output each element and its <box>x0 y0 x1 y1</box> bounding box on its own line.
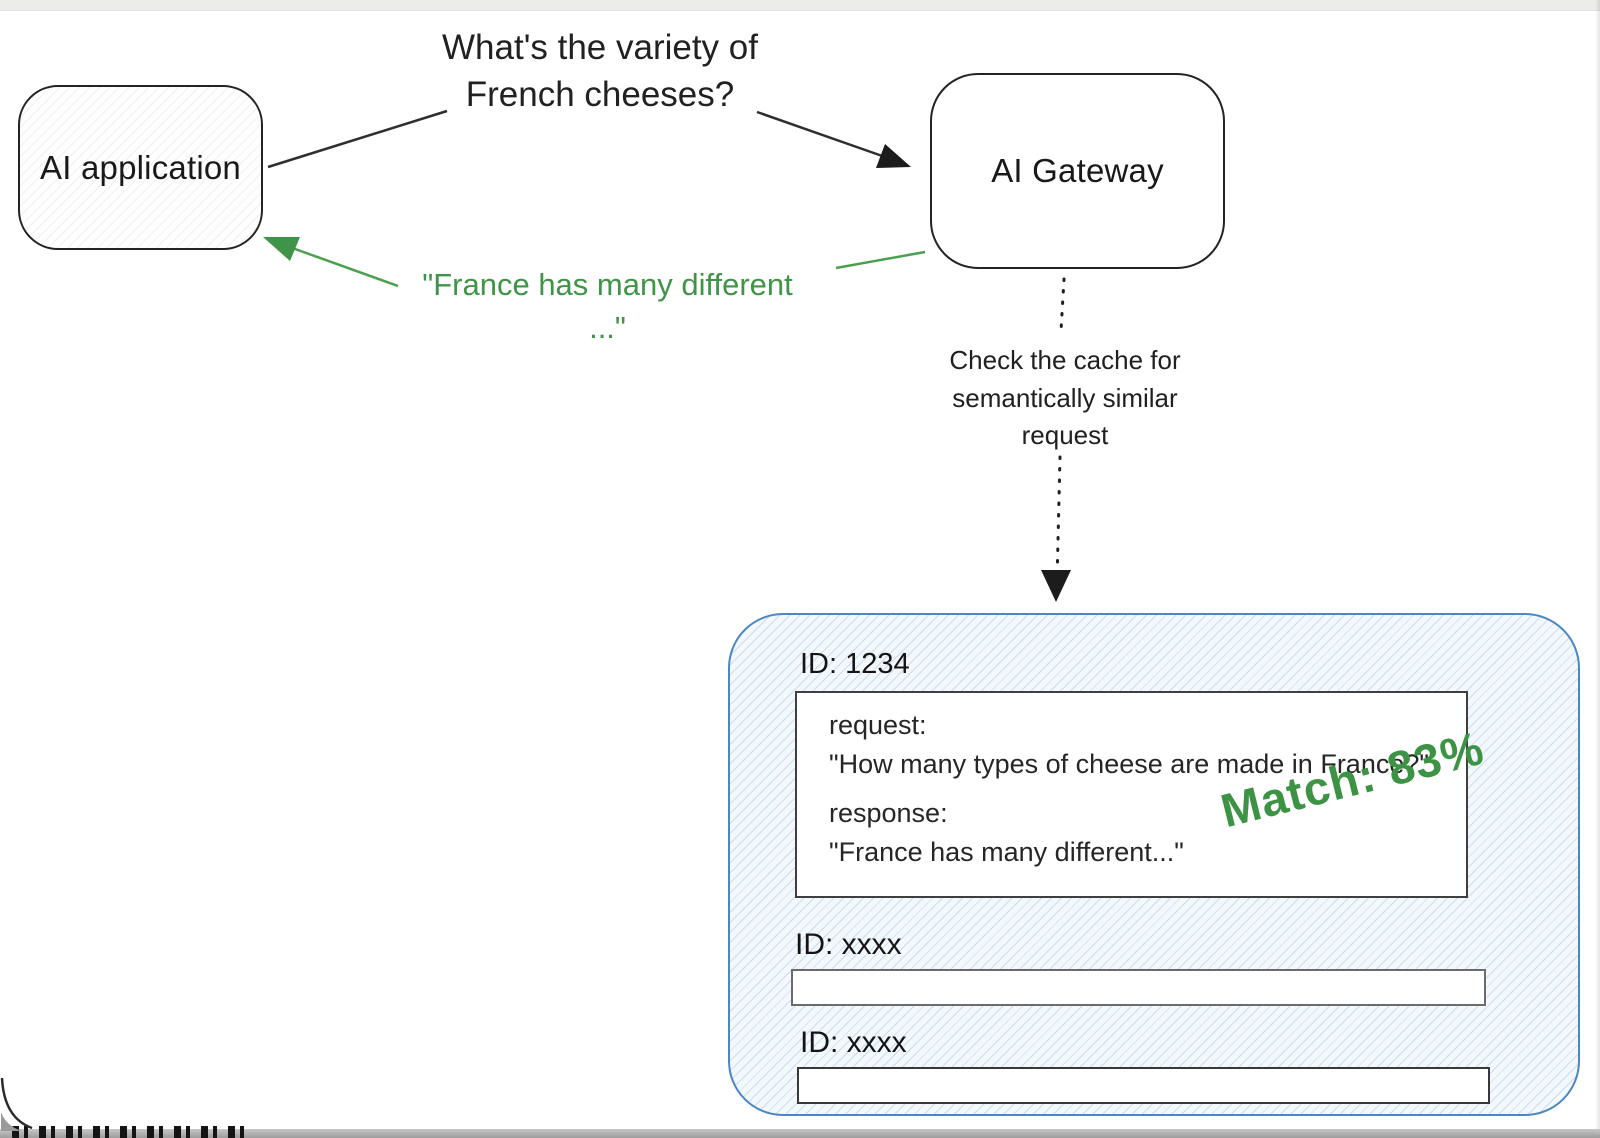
response-edge-label: "France has many different ..." <box>385 263 830 349</box>
cache-check-label-line1: Check the cache for <box>949 345 1181 375</box>
ai-application-label: AI application <box>40 148 241 186</box>
cache-entry-placeholder <box>797 1067 1490 1104</box>
cache-entry-card: request: "How many types of cheese are m… <box>795 691 1468 898</box>
request-edge-label: What's the variety of French cheeses? <box>400 24 800 118</box>
response-key: response: <box>829 798 948 828</box>
top-window-bar <box>0 0 1600 11</box>
request-arrow <box>267 109 911 169</box>
ai-gateway-label: AI Gateway <box>991 152 1164 189</box>
request-edge-label-line2: French cheeses? <box>465 75 735 114</box>
response-value: "France has many different..." <box>829 837 1184 867</box>
cache-entry-id: ID: xxxx <box>795 928 902 961</box>
cache-entry-id: ID: xxxx <box>800 1026 907 1059</box>
cache-check-label-line2: semantically similar <box>952 382 1178 413</box>
bottom-divider-bar <box>0 1129 1600 1138</box>
ai-application-node: AI application <box>18 85 263 250</box>
bottom-left-corner-artifact <box>0 1077 33 1131</box>
request-key: request: <box>829 710 927 740</box>
cache-check-label-line3: request <box>1021 420 1109 450</box>
ai-gateway-node: AI Gateway <box>930 73 1225 269</box>
cache-entry-id: ID: 1234 <box>800 648 910 680</box>
response-edge-label-line2: ..." <box>589 310 626 345</box>
request-edge-label-line1: What's the variety of <box>442 28 758 67</box>
request-value: "How many types of cheese are made in Fr… <box>829 749 1429 779</box>
cache-entry-placeholder <box>791 969 1486 1006</box>
cache-check-label: Check the cache for semantically similar… <box>915 342 1215 455</box>
response-edge-label-line1: "France has many different <box>422 267 793 302</box>
right-edge-shadow <box>1595 0 1600 1138</box>
clipped-text-fragment <box>12 1126 252 1138</box>
